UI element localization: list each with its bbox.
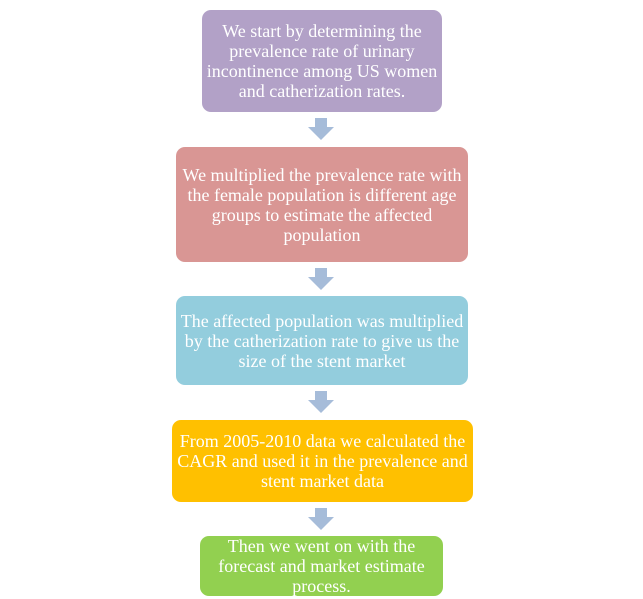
arrow-down-icon [308, 118, 334, 140]
step-5-box: Then we went on with the forecast and ma… [200, 536, 443, 596]
arrow-down-icon [308, 508, 334, 530]
step-2-box: We multiplied the prevalence rate with t… [176, 147, 468, 262]
step-3-box: The affected population was multiplied b… [176, 296, 468, 385]
arrow-down-icon [308, 268, 334, 290]
arrow-down-icon [308, 391, 334, 413]
step-1-box: We start by determining the prevalence r… [202, 10, 442, 112]
step-4-box: From 2005-2010 data we calculated the CA… [172, 420, 473, 502]
